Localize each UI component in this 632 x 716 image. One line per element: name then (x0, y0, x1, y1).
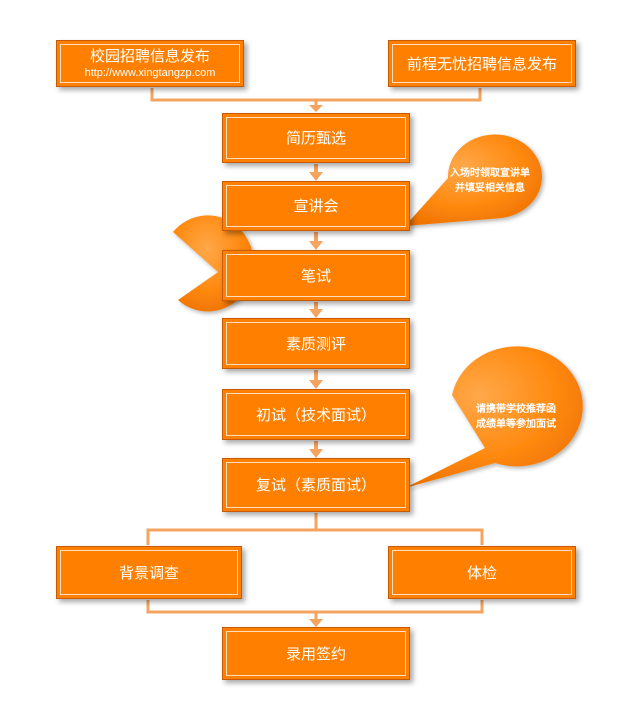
arrowhead-to-hiring (309, 619, 323, 627)
presentation-box[interactable]: 宣讲会 (222, 181, 410, 231)
presentation-note-line1: 入场时领取宣讲单 (450, 168, 530, 179)
resume-screening-box[interactable]: 简历甄选 (222, 113, 410, 163)
physical-exam-label: 体检 (466, 563, 497, 582)
connector-first-second (314, 441, 318, 451)
written-test-box[interactable]: 笔试 (222, 250, 410, 301)
hiring-signing-label: 录用签约 (285, 644, 346, 663)
presentation-label: 宣讲会 (293, 197, 339, 215)
quality-assessment-box[interactable]: 素质测评 (222, 318, 410, 369)
interview-note-line1: 请携带学校推荐函 (476, 404, 556, 415)
connector-resume-presentation (314, 164, 318, 174)
qiancheng-release-label: 前程无忧招聘信息发布 (406, 54, 557, 73)
presentation-note-text: 入场时领取宣讲单 并填妥相关信息 (438, 166, 542, 196)
bottom-merge-connector (146, 600, 484, 620)
written-note-text: 请携带身份证、 学生证准时在 通知地点笔试 (84, 239, 180, 284)
written-note-line1: 请携带身份证、 (97, 241, 167, 252)
first-interview-label: 初试（技术面试） (255, 405, 376, 424)
arrowhead-to-written (309, 241, 323, 250)
arrowhead-to-first-interview (309, 380, 323, 389)
bubble-presentation-note (405, 134, 542, 226)
background-check-label: 背景调查 (118, 563, 179, 582)
physical-exam-box[interactable]: 体检 (388, 546, 576, 599)
hiring-signing-box[interactable]: 录用签约 (222, 627, 410, 680)
background-check-box[interactable]: 背景调查 (56, 546, 242, 599)
top-merge-connector (150, 88, 482, 106)
connector-written-quality (314, 302, 318, 311)
bubble-interview-note (405, 346, 583, 488)
quality-assessment-label: 素质测评 (285, 334, 346, 353)
arrowhead-to-quality (309, 309, 323, 318)
first-interview-box[interactable]: 初试（技术面试） (222, 389, 410, 440)
qiancheng-release-box[interactable]: 前程无忧招聘信息发布 (388, 40, 576, 87)
bottom-split-connector (146, 513, 484, 545)
arrowhead-to-second-interview (309, 449, 323, 458)
interview-note-line2: 成绩单等参加面试 (476, 419, 556, 430)
campus-release-box[interactable]: 校园招聘信息发布 http://www.xingtangzp.com (56, 40, 244, 87)
written-note-line3: 通知地点笔试 (102, 271, 162, 282)
second-interview-box[interactable]: 复试（素质面试） (222, 458, 410, 512)
connector-presentation-written (314, 232, 318, 243)
written-note-line2: 学生证准时在 (102, 256, 162, 267)
campus-release-url[interactable]: http://www.xingtangzp.com (84, 67, 216, 79)
arrowhead-to-resume (309, 105, 323, 112)
written-test-label: 笔试 (300, 266, 331, 285)
presentation-note-line2: 并填妥相关信息 (455, 183, 525, 194)
second-interview-label: 复试（素质面试） (255, 476, 376, 494)
arrowhead-to-presentation (309, 172, 323, 181)
resume-screening-label: 简历甄选 (285, 129, 346, 147)
interview-note-text: 请携带学校推荐函 成绩单等参加面试 (458, 402, 574, 432)
connector-quality-first (314, 370, 318, 382)
campus-release-label: 校园招聘信息发布 (89, 47, 210, 65)
